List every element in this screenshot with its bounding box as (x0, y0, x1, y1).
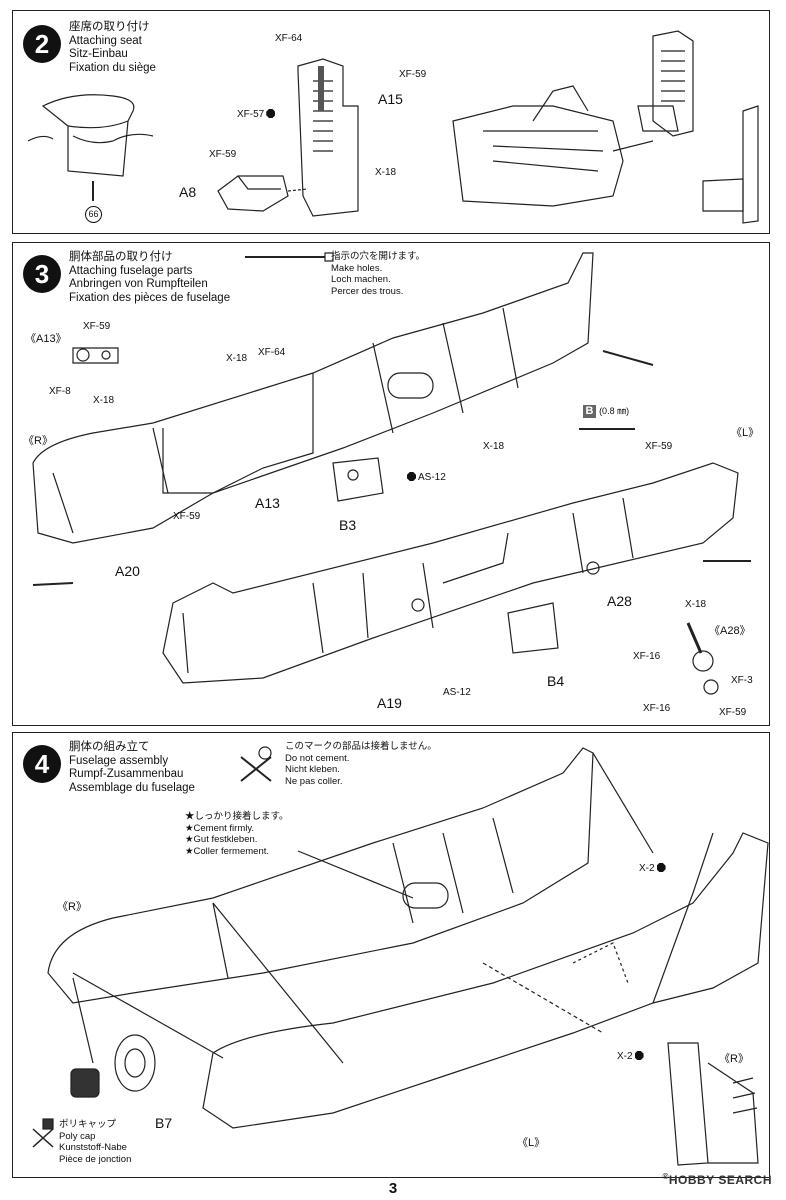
step-4-drawing (32, 746, 769, 1166)
step-title: 座席の取り付け Attaching seat Sitz-Einbau Fixat… (69, 21, 156, 75)
part-a20: A20 (115, 563, 140, 579)
paint-xf64: XF-64 (275, 33, 303, 44)
paint-x18-top: X-18 (226, 353, 248, 364)
watermark: ®HOBBY SEARCH (662, 1172, 772, 1187)
paint-a13-xf8: XF-8 (49, 386, 71, 397)
paint-xf64-top: XF-64 (258, 347, 286, 358)
title-en: Attaching fuselage parts (69, 264, 193, 277)
paint-xf57: XF-57 (237, 109, 277, 120)
callout-r2: 《R》 (719, 1053, 749, 1065)
title-fr: Fixation du siège (69, 61, 156, 74)
title-de: Sitz-Einbau (69, 48, 128, 60)
paint-as12-top: AS-12 (405, 472, 446, 483)
paint-as12-bot: AS-12 (443, 687, 471, 698)
step-2-drawing (27, 30, 759, 224)
paint-a28-x18: X-18 (685, 599, 707, 610)
part-b7: B7 (155, 1115, 173, 1131)
title-jp: 座席の取り付け (69, 21, 150, 33)
paint-xf59-left: XF-59 (173, 511, 201, 522)
step-number: 2 (23, 25, 61, 63)
step-2-panel: 2 座席の取り付け Attaching seat Sitz-Einbau Fix… (12, 10, 770, 234)
paint-xf59-b: XF-59 (209, 149, 237, 160)
title-jp: 胴体部品の取り付け (69, 251, 173, 263)
part-a15: A15 (378, 91, 403, 107)
paint-dot-icon (634, 1051, 644, 1060)
callout-a13: 《A13》 (25, 333, 67, 345)
drill-bit-label: B (0.8 ㎜) (583, 405, 629, 418)
title-en: Attaching seat (69, 34, 142, 47)
part-a8: A8 (179, 184, 197, 200)
paint-x18: X-18 (375, 167, 397, 178)
cement-note: ★しっかり接着します。 ★Cement firmly. ★Gut festkle… (185, 811, 289, 857)
paint-x2-b: X-2 (617, 1051, 646, 1062)
callout-a28: 《A28》 (709, 625, 751, 637)
step-3-panel: 3 胴体部品の取り付け Attaching fuselage parts Anb… (12, 242, 770, 726)
title-de: Rumpf-Zusammenbau (69, 768, 184, 780)
paint-a13-x18: X-18 (93, 395, 115, 406)
paint-a28-xf16a: XF-16 (633, 651, 661, 662)
title-de: Anbringen von Rumpfteilen (69, 278, 208, 290)
part-a19: A19 (377, 695, 402, 711)
paint-a28-xf59: XF-59 (719, 707, 747, 718)
part-b4: B4 (547, 673, 565, 689)
paint-x18-mid: X-18 (483, 441, 505, 452)
callout-l: 《L》 (517, 1137, 546, 1149)
step-title: 胴体の組み立て Fuselage assembly Rumpf-Zusammen… (69, 741, 195, 795)
paint-a28-xf16b: XF-16 (643, 703, 671, 714)
step-number: 4 (23, 745, 61, 783)
callout-r: 《R》 (23, 435, 53, 447)
callout-r: 《R》 (57, 901, 87, 913)
no-cement-note: このマークの部品は接着しません。 Do not cement. Nicht kl… (285, 741, 437, 787)
reference-step-66: 66 (85, 206, 102, 223)
paint-dot-icon (266, 109, 276, 118)
paint-xf59-a: XF-59 (399, 69, 427, 80)
title-en: Fuselage assembly (69, 754, 169, 767)
polycap-note: ポリキャップ Poly cap Kunststoff-Nabe Pièce de… (59, 1119, 132, 1165)
drill-note: 指示の穴を開けます。 Make holes. Loch machen. Perc… (331, 251, 426, 297)
paint-a28-xf3: XF-3 (731, 675, 753, 686)
step-3-drawing (32, 252, 751, 695)
step-number: 3 (23, 255, 61, 293)
part-a13: A13 (255, 495, 280, 511)
paint-a13-xf59: XF-59 (83, 321, 111, 332)
paint-x2-a: X-2 (639, 863, 668, 874)
part-b3: B3 (339, 517, 357, 533)
page-number: 3 (388, 1180, 398, 1197)
part-a28: A28 (607, 593, 632, 609)
step-4-panel: 4 胴体の組み立て Fuselage assembly Rumpf-Zusamm… (12, 732, 770, 1178)
paint-dot-icon (656, 863, 666, 872)
step-title: 胴体部品の取り付け Attaching fuselage parts Anbri… (69, 251, 230, 305)
title-fr: Fixation des pièces de fuselage (69, 291, 231, 304)
title-jp: 胴体の組み立て (69, 741, 150, 753)
callout-l: 《L》 (731, 427, 760, 439)
paint-xf59-mid: XF-59 (645, 441, 673, 452)
paint-dot-icon (407, 472, 416, 481)
title-fr: Assemblage du fuselage (69, 781, 195, 794)
